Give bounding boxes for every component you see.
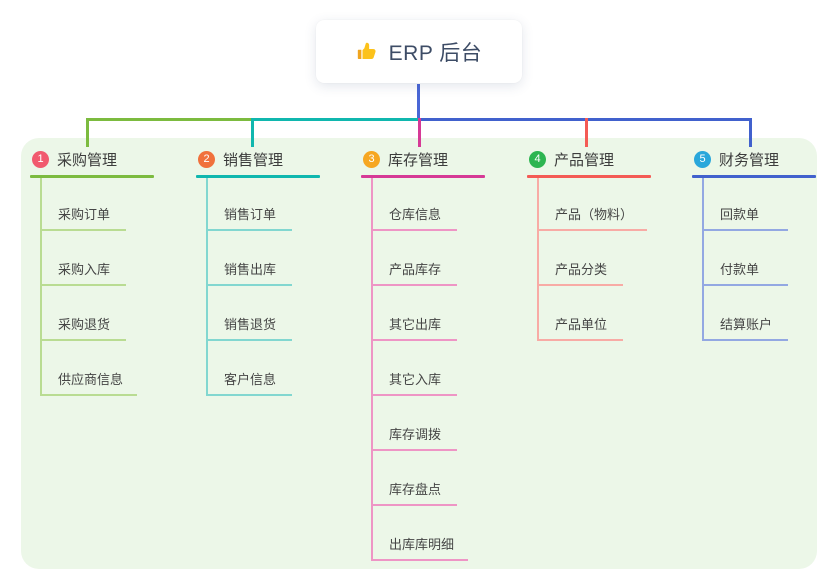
root-node-title: ERP 后台 <box>388 41 483 65</box>
branch-node[interactable]: 4 产品管理 <box>529 148 614 170</box>
child-node[interactable]: 回款单 <box>702 203 788 231</box>
branch-underline <box>30 175 154 178</box>
bar-segment-1 <box>86 118 252 121</box>
branch-node[interactable]: 3 库存管理 <box>363 148 448 170</box>
branch-spine-line <box>206 178 208 396</box>
branch-underline <box>196 175 320 178</box>
branch-drop-line <box>86 118 89 147</box>
child-node[interactable]: 销售订单 <box>206 203 292 231</box>
root-node[interactable]: ERP 后台 <box>316 20 522 83</box>
child-node[interactable]: 出库库明细 <box>371 533 469 561</box>
branch-number-badge: 3 <box>363 150 380 168</box>
branch-node[interactable]: 2 销售管理 <box>198 148 283 170</box>
child-node[interactable]: 仓库信息 <box>371 203 457 231</box>
child-node[interactable]: 销售退货 <box>206 313 292 341</box>
branch-spine-line <box>371 178 373 561</box>
child-node[interactable]: 客户信息 <box>206 368 292 396</box>
branch-underline <box>527 175 651 178</box>
branch-spine-line <box>537 178 539 341</box>
branch-drop-line <box>418 118 421 147</box>
child-node[interactable]: 库存调拨 <box>371 423 457 451</box>
child-node[interactable]: 付款单 <box>702 258 788 286</box>
child-node[interactable]: 采购退货 <box>40 313 126 341</box>
child-node[interactable]: 其它入库 <box>371 368 457 396</box>
child-node[interactable]: 产品单位 <box>537 313 623 341</box>
branch-drop-line <box>585 118 588 147</box>
branch-node[interactable]: 5 财务管理 <box>694 148 779 170</box>
child-node[interactable]: 库存盘点 <box>371 478 457 506</box>
child-node[interactable]: 销售出库 <box>206 258 292 286</box>
child-node[interactable]: 其它出库 <box>371 313 457 341</box>
branch-spine-line <box>40 178 42 396</box>
branch-number-badge: 4 <box>529 150 546 168</box>
branch-node[interactable]: 1 采购管理 <box>32 148 117 170</box>
thumbs-up-icon <box>356 40 379 63</box>
child-node[interactable]: 产品库存 <box>371 258 457 286</box>
branch-panel <box>21 138 817 569</box>
branch-title: 库存管理 <box>388 151 449 169</box>
branch-number-badge: 5 <box>694 150 711 168</box>
branch-underline <box>361 175 485 178</box>
branch-spine-line <box>702 178 704 341</box>
root-stem-line <box>417 84 420 121</box>
branch-title: 销售管理 <box>223 151 284 169</box>
branch-title: 采购管理 <box>57 151 118 169</box>
bar-segment-2 <box>252 118 419 121</box>
branch-title: 产品管理 <box>554 151 615 169</box>
child-node[interactable]: 采购入库 <box>40 258 126 286</box>
branch-number-badge: 2 <box>198 150 215 168</box>
child-node[interactable]: 采购订单 <box>40 203 126 231</box>
branch-drop-line <box>251 118 254 147</box>
child-node[interactable]: 供应商信息 <box>40 368 138 396</box>
child-node[interactable]: 结算账户 <box>702 313 788 341</box>
child-node[interactable]: 产品（物料） <box>537 203 648 231</box>
child-node[interactable]: 产品分类 <box>537 258 623 286</box>
branch-number-badge: 1 <box>32 150 49 168</box>
branch-title: 财务管理 <box>719 151 780 169</box>
branch-drop-line <box>749 118 752 147</box>
branch-underline <box>692 175 816 178</box>
